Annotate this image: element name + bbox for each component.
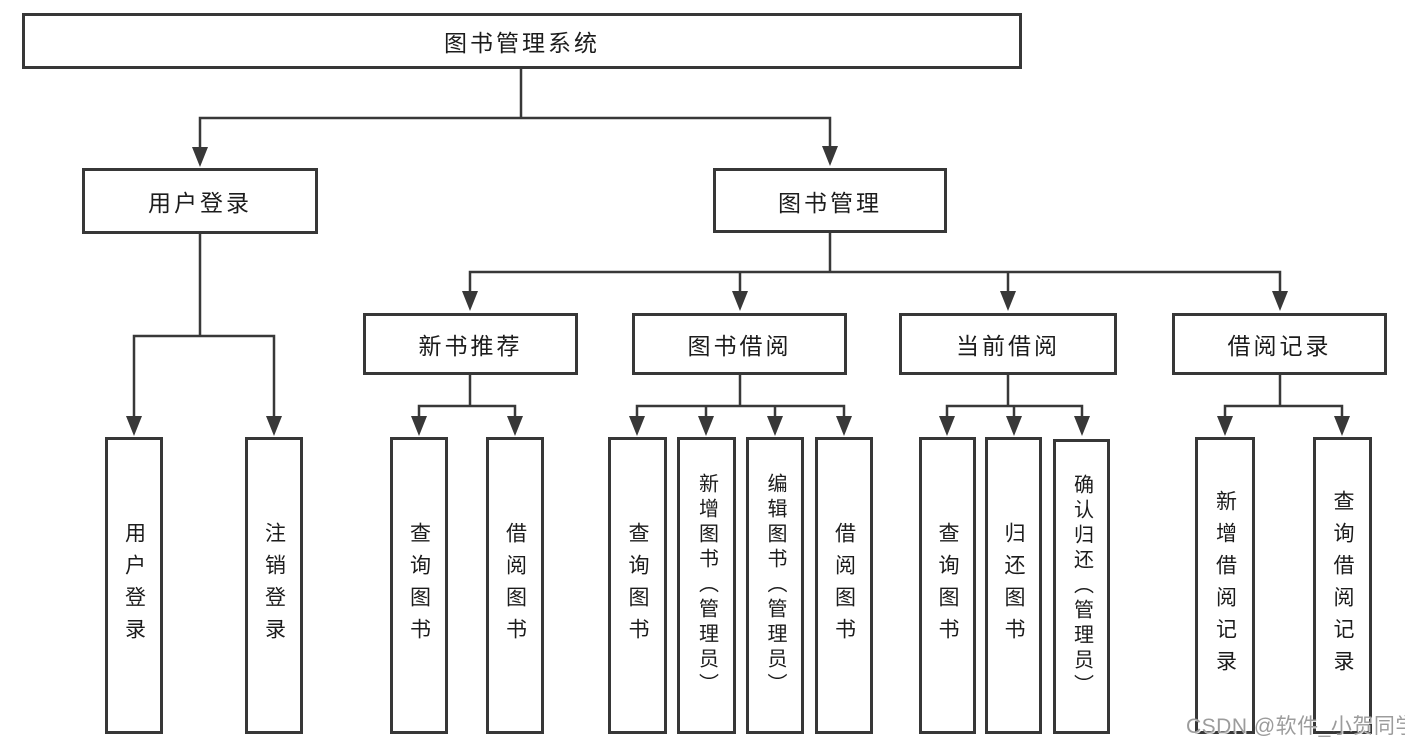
leaf-label: 查询图书 [626, 521, 649, 650]
leaf-label: 查询图书 [936, 521, 959, 650]
node-book-management-branch: 图书管理 [713, 168, 947, 233]
leaf-borrow-books-borrowing: 借阅图书 [815, 437, 873, 734]
connector-borrowing-records-to-leaves [1217, 373, 1350, 436]
node-label: 图书管理 [778, 189, 882, 216]
leaf-label: 注销登录 [262, 521, 286, 650]
connector-user-login-to-leaves [126, 232, 282, 436]
connector-new-book-to-leaves [411, 373, 523, 436]
node-label: 用户登录 [148, 190, 252, 216]
leaf-query-books-borrowing: 查询图书 [608, 437, 667, 734]
csdn-watermark: CSDN @软件_小贺同学 [1186, 715, 1405, 738]
node-library-system-root: 图书管理系统 [22, 13, 1022, 69]
leaf-add-book-admin: 新增图书（管理员） [677, 437, 736, 734]
connector-root-to-level2 [192, 66, 838, 167]
node-label: 当前借阅 [956, 333, 1060, 359]
leaf-label: 借阅图书 [503, 521, 527, 650]
connector-book-borrowing-to-leaves [629, 373, 852, 436]
leaf-query-books-recommend: 查询图书 [390, 437, 448, 734]
connector-current-borrowing-to-leaves [939, 373, 1090, 436]
leaf-label: 借阅图书 [832, 521, 856, 650]
node-label: 图书借阅 [687, 333, 792, 359]
node-user-login-branch: 用户登录 [82, 168, 318, 234]
node-label: 新书推荐 [418, 333, 523, 359]
node-label: 图书管理系统 [444, 30, 600, 56]
node-current-borrowing: 当前借阅 [899, 313, 1117, 375]
leaf-logout: 注销登录 [245, 437, 303, 734]
connector-book-management-to-level3 [462, 231, 1288, 311]
leaf-confirm-return-admin: 确认归还（管理员） [1053, 439, 1110, 734]
leaf-edit-book-admin: 编辑图书（管理员） [746, 437, 804, 734]
node-label: 借阅记录 [1227, 333, 1332, 359]
leaf-borrow-books-recommend: 借阅图书 [486, 437, 544, 734]
leaf-label: 编辑图书（管理员） [764, 473, 786, 698]
leaf-label: 查询借阅记录 [1331, 489, 1354, 682]
node-borrowing-records: 借阅记录 [1172, 313, 1387, 375]
leaf-add-borrow-record: 新增借阅记录 [1195, 437, 1255, 734]
node-book-borrowing: 图书借阅 [632, 313, 847, 375]
leaf-label: 确认归还（管理员） [1070, 474, 1093, 699]
leaf-label: 用户登录 [122, 521, 146, 650]
leaf-return-books: 归还图书 [985, 437, 1042, 734]
leaf-user-login: 用户登录 [105, 437, 163, 734]
leaf-query-borrow-record: 查询借阅记录 [1313, 437, 1372, 734]
leaf-label: 归还图书 [1002, 521, 1025, 650]
leaf-label: 查询图书 [407, 521, 431, 650]
node-new-book-recommendation: 新书推荐 [363, 313, 578, 375]
leaf-query-books-current: 查询图书 [919, 437, 976, 734]
leaf-label: 新增图书（管理员） [695, 473, 718, 698]
leaf-label: 新增借阅记录 [1213, 489, 1237, 682]
